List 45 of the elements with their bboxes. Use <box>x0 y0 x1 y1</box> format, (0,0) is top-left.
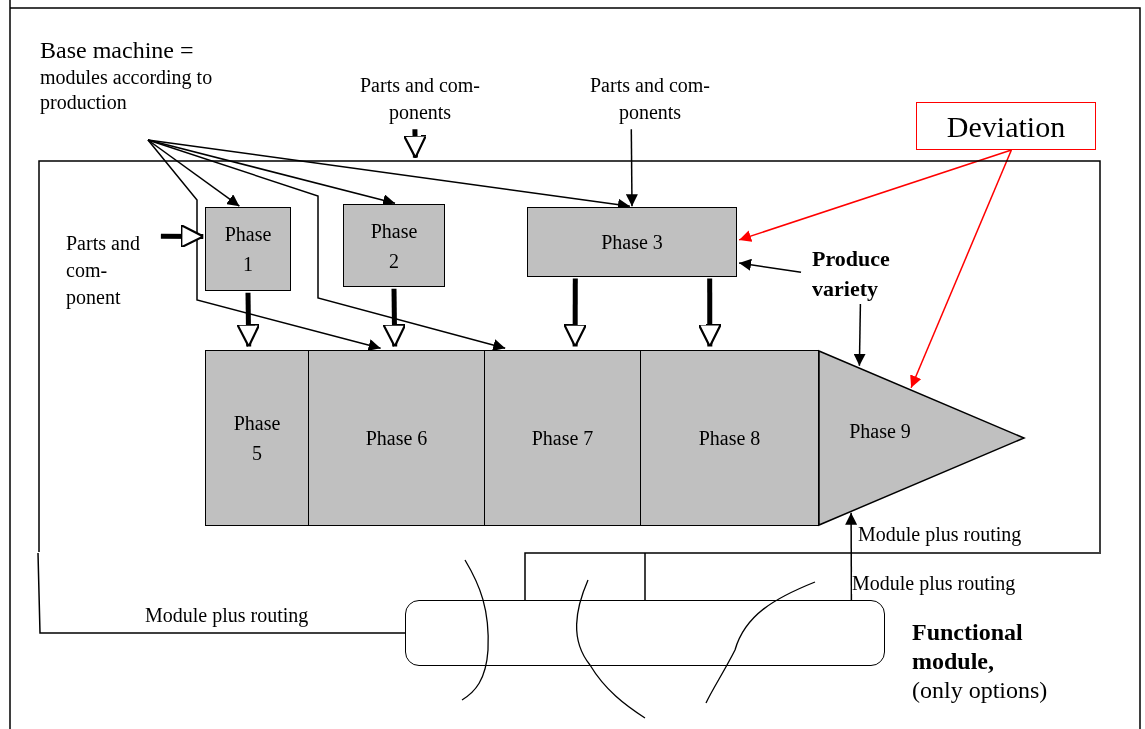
connector-line <box>37 552 406 634</box>
box-label: Phase 9 <box>848 419 912 444</box>
arrow <box>845 512 858 601</box>
arrow <box>853 303 866 367</box>
phase-box <box>205 207 291 291</box>
edge-label: Module plus routing <box>852 572 1016 594</box>
box-label: Deviation <box>946 108 1066 145</box>
caption-text: (only options) <box>912 675 1049 705</box>
label-text: Parts and com- ponents <box>565 72 735 124</box>
box-label: Phase 2 <box>369 218 419 274</box>
caption-text: Functional module, <box>912 618 1024 676</box>
block-arrow <box>697 278 722 348</box>
heading-text: Base machine = <box>40 36 195 65</box>
arrow <box>147 139 506 351</box>
phase-box <box>343 204 445 287</box>
phase-arrow-shape <box>818 350 1025 526</box>
block-arrow <box>402 129 428 159</box>
box-label: Phase 3 <box>601 230 663 255</box>
arrow <box>738 149 1013 242</box>
phase-box <box>484 350 641 526</box>
connector-line <box>524 552 1102 601</box>
block-arrow <box>382 288 407 348</box>
box-label: Phase 7 <box>530 426 595 451</box>
connector-line <box>644 552 646 601</box>
box-label: Phase 5 <box>232 411 282 466</box>
label-text: Parts and com- ponent <box>66 230 150 354</box>
label-text: Parts and com- ponents <box>335 72 505 124</box>
block-arrow <box>236 292 261 348</box>
box-label: Phase 6 <box>364 426 429 451</box>
block-arrow <box>160 224 205 249</box>
label-text: Produce variety <box>812 244 922 304</box>
module-box <box>405 600 885 666</box>
box-label: Phase 1 <box>223 222 273 277</box>
arrow <box>738 258 802 273</box>
deviation-box <box>916 102 1096 150</box>
block-arrow <box>563 278 588 348</box>
arrow <box>147 139 382 351</box>
arrow <box>910 149 1013 389</box>
phase-box <box>205 350 309 526</box>
phase-box <box>527 207 737 277</box>
box-label: Phase 8 <box>697 426 762 451</box>
label-text: modules according to production <box>40 65 214 115</box>
phase-box <box>640 350 819 526</box>
phase-box <box>308 350 485 526</box>
arrow <box>625 128 638 208</box>
